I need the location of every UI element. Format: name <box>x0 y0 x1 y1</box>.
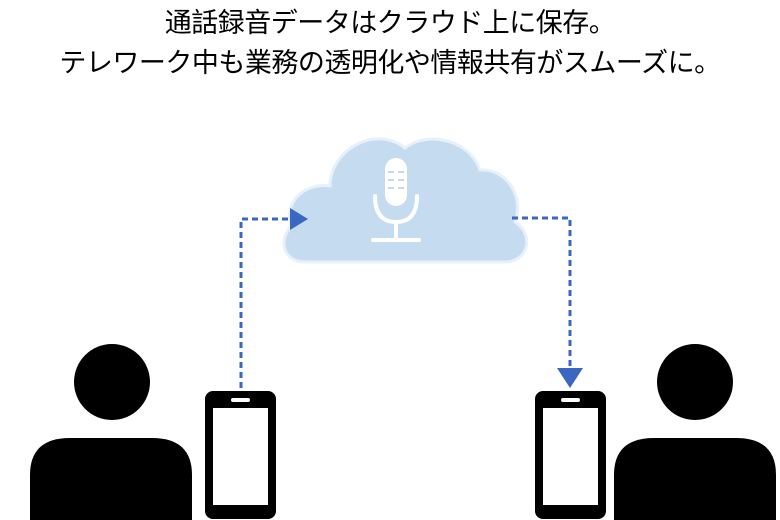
right-person-icon <box>614 344 776 520</box>
download-arrow <box>512 216 583 388</box>
left-smartphone-icon <box>205 391 276 519</box>
left-person-icon <box>30 344 192 520</box>
upload-arrow <box>239 208 308 388</box>
microphone-icon <box>371 158 421 242</box>
right-smartphone-icon <box>535 391 606 519</box>
caption: 通話録音データはクラウド上に保存。 テレワーク中も業務の透明化や情報共有がスムー… <box>0 4 780 84</box>
caption-line-2: テレワーク中も業務の透明化や情報共有がスムーズに。 <box>59 48 721 79</box>
caption-line-1: 通話録音データはクラウド上に保存。 <box>164 8 616 39</box>
